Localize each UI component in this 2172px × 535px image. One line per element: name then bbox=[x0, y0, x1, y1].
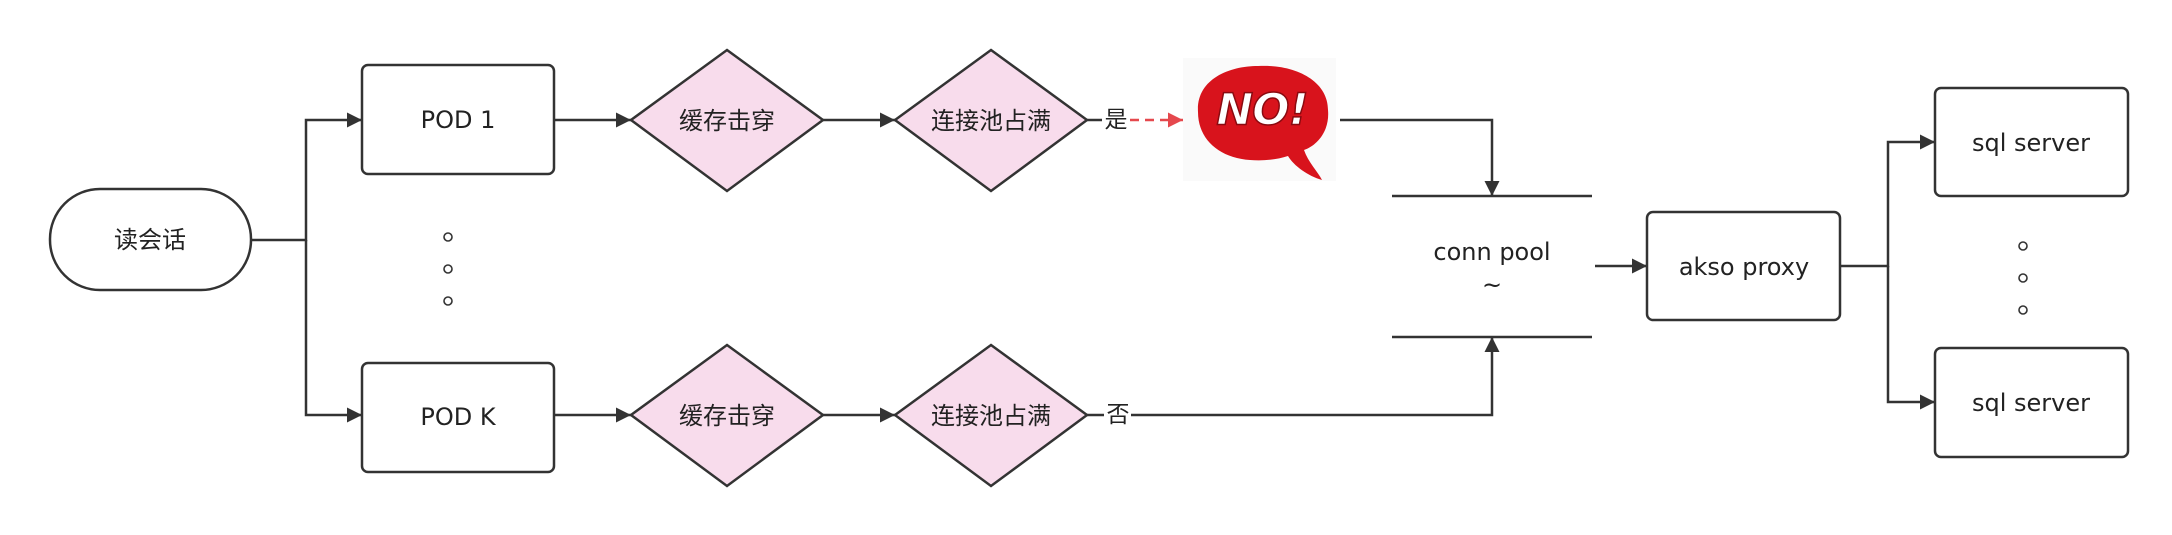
ellipsis-dot bbox=[2018, 241, 2028, 251]
decision-diamond bbox=[628, 343, 826, 488]
start-node-shape bbox=[48, 187, 253, 292]
yes-edge-label: 是 bbox=[1105, 107, 1128, 133]
decision-diamond bbox=[892, 48, 1090, 193]
ellipsis-dot bbox=[443, 296, 453, 306]
proxy-label: akso proxy bbox=[1679, 253, 1809, 281]
conn-pool-sublabel: ~ bbox=[1482, 271, 1502, 299]
conn-pool-label: conn pool bbox=[1433, 238, 1550, 266]
cache-breakdown-decision-bottom: 缓存击穿 bbox=[628, 343, 826, 488]
ellipsis-dot bbox=[443, 264, 453, 274]
ellipsis-dot bbox=[2018, 273, 2028, 283]
edge-start-to-pod-k bbox=[304, 240, 362, 423]
pool-full-label-bottom: 连接池占满 bbox=[931, 402, 1051, 430]
pool-full-label-top: 连接池占满 bbox=[931, 107, 1051, 135]
edge-start-to-pod-1 bbox=[251, 112, 362, 242]
no-speech-bubble-icon: NO! bbox=[1183, 58, 1336, 181]
decision-diamond bbox=[892, 343, 1090, 488]
ellipsis-dot bbox=[2018, 305, 2028, 315]
cache-breakdown-decision-top: 缓存击穿 bbox=[628, 48, 826, 193]
decision-diamond bbox=[628, 48, 826, 193]
pod-k-label: POD K bbox=[420, 403, 496, 431]
pool-full-decision-top: 连接池占满 bbox=[892, 48, 1090, 193]
ellipsis-dot bbox=[443, 232, 453, 242]
pod-1-node: POD 1 bbox=[360, 63, 556, 176]
edge-proxy-to-sql-top bbox=[1840, 134, 1935, 268]
no-badge-text: NO! bbox=[1216, 85, 1307, 136]
edge-proxy-to-sql-bottom bbox=[1886, 266, 1935, 410]
pod-ellipsis bbox=[443, 232, 453, 306]
sql-server-top-box bbox=[1933, 86, 2130, 198]
no-edge-label: 否 bbox=[1107, 402, 1130, 428]
pod-k-box bbox=[360, 361, 556, 474]
pod-1-label: POD 1 bbox=[421, 106, 496, 134]
no-bubble-shape bbox=[1197, 65, 1329, 180]
sql-server-top-label: sql server bbox=[1972, 129, 2090, 157]
start-node-label: 读会话 bbox=[114, 226, 186, 254]
cache-breakdown-label-top: 缓存击穿 bbox=[679, 107, 775, 135]
sql-server-top-node: sql server bbox=[1933, 86, 2130, 198]
proxy-box bbox=[1645, 210, 1842, 322]
sql-server-bottom-label: sql server bbox=[1972, 389, 2090, 417]
pool-full-decision-bottom: 连接池占满 bbox=[892, 343, 1090, 488]
server-ellipsis bbox=[2018, 241, 2028, 315]
edge-no-to-conn-pool bbox=[1131, 337, 1500, 417]
pod-k-node: POD K bbox=[360, 361, 556, 474]
conn-pool-node: conn pool ~ bbox=[1392, 194, 1592, 339]
cache-breakdown-label-bottom: 缓存击穿 bbox=[679, 402, 775, 430]
sql-server-bottom-box bbox=[1933, 346, 2130, 459]
proxy-node: akso proxy bbox=[1645, 210, 1842, 322]
edge-no-badge-to-conn-pool bbox=[1340, 118, 1500, 196]
pod-1-box bbox=[360, 63, 556, 176]
sql-server-bottom-node: sql server bbox=[1933, 346, 2130, 459]
start-node: 读会话 bbox=[48, 187, 253, 292]
